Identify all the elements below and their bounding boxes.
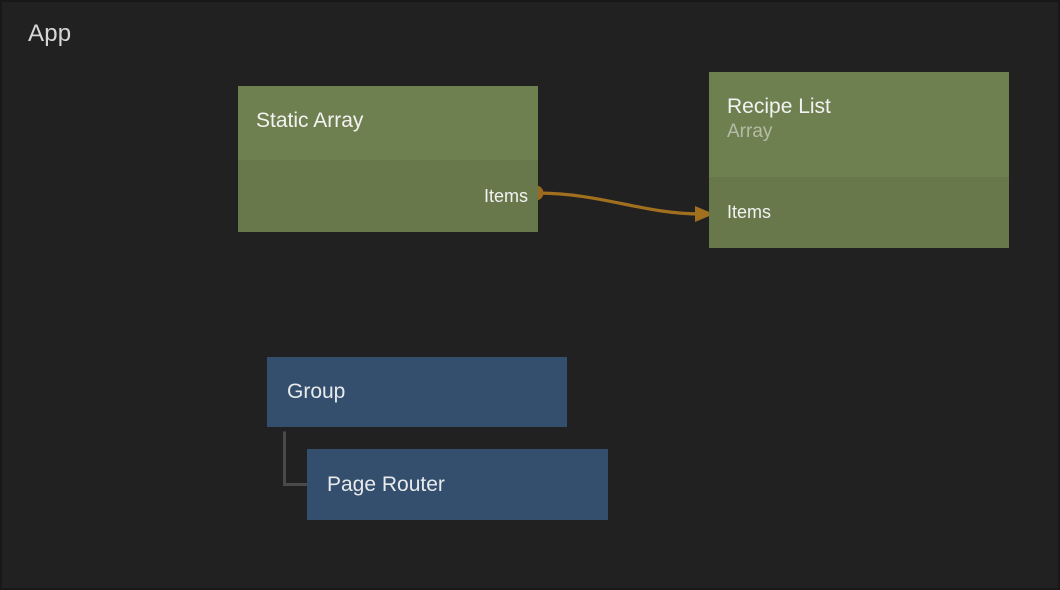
node-static-array[interactable]: Static Array Items bbox=[238, 86, 538, 232]
canvas-title: App bbox=[28, 20, 72, 47]
node-header[interactable]: Recipe List Array bbox=[709, 72, 1009, 177]
node-title: Group bbox=[287, 380, 346, 403]
connection-group-to-page-router[interactable] bbox=[283, 431, 309, 486]
port-label: Items bbox=[727, 202, 772, 222]
port-label: Items bbox=[483, 185, 528, 206]
node-header[interactable]: Group bbox=[267, 357, 567, 427]
port-row-items-output[interactable]: Items bbox=[238, 160, 538, 232]
node-title: Static Array bbox=[256, 109, 364, 132]
port-row-items-input[interactable]: Items bbox=[709, 177, 1009, 248]
node-subtitle: Array bbox=[727, 121, 773, 142]
node-header[interactable]: Static Array bbox=[238, 86, 538, 160]
connection-items-to-items[interactable] bbox=[528, 185, 715, 223]
node-header[interactable]: Page Router bbox=[307, 449, 608, 520]
node-recipe-list[interactable]: Recipe List Array Items bbox=[709, 72, 1009, 248]
connection-wire-path bbox=[535, 191, 703, 216]
node-title: Page Router bbox=[327, 472, 445, 496]
node-body: Items bbox=[709, 177, 1009, 248]
tree-elbow-path bbox=[283, 431, 309, 486]
node-group[interactable]: Group bbox=[267, 357, 567, 427]
node-page-router[interactable]: Page Router bbox=[307, 449, 608, 520]
node-body: Items bbox=[238, 160, 538, 232]
node-title: Recipe List bbox=[727, 95, 831, 118]
